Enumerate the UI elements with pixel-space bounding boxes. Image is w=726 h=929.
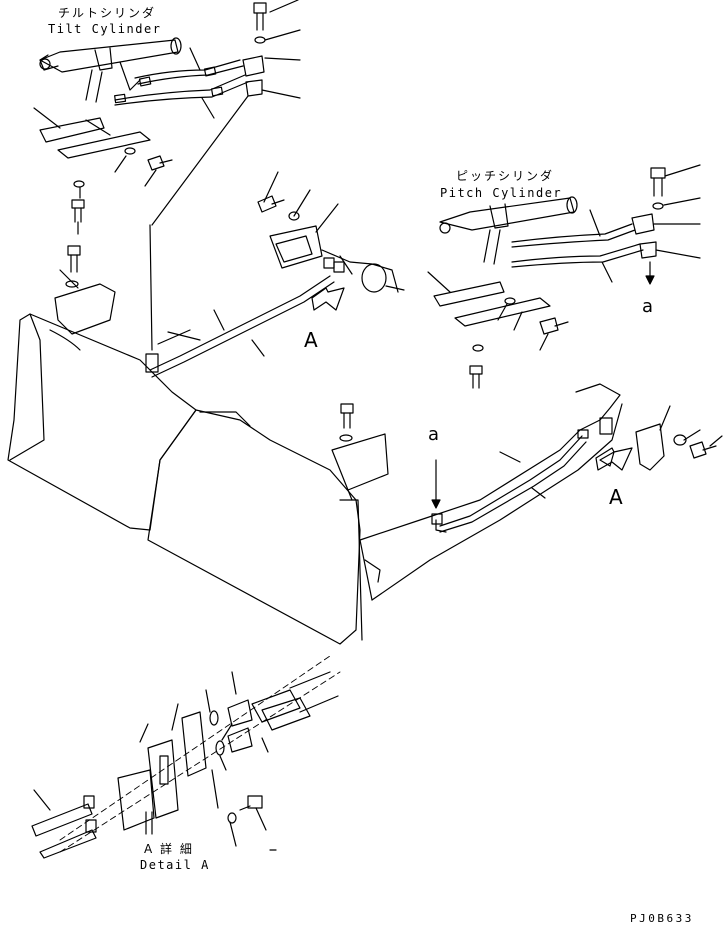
tilt-cylinder-label-jp: チルトシリンダ — [58, 6, 157, 20]
main-frame — [7, 95, 723, 645]
tilt-cylinder-assembly — [33, 0, 301, 235]
view-arrow-a-left: A — [304, 328, 320, 352]
drawing-code: PJ0B633 — [630, 912, 694, 925]
reference-a-center: a — [428, 424, 441, 445]
pitch-cylinder-assembly — [427, 164, 701, 389]
pitch-cylinder-label-jp: ピッチシリンダ — [456, 169, 555, 183]
reference-a-right: a — [642, 296, 655, 317]
detail-a-label-en: Detail A — [140, 858, 210, 872]
detail-a — [31, 655, 341, 859]
detail-a-label-jp: A 詳 細 — [144, 842, 194, 856]
tilt-cylinder-label-en: Tilt Cylinder — [48, 22, 162, 36]
view-arrow-a-right: A — [609, 485, 625, 509]
pitch-cylinder-label-en: Pitch Cylinder — [440, 186, 563, 200]
